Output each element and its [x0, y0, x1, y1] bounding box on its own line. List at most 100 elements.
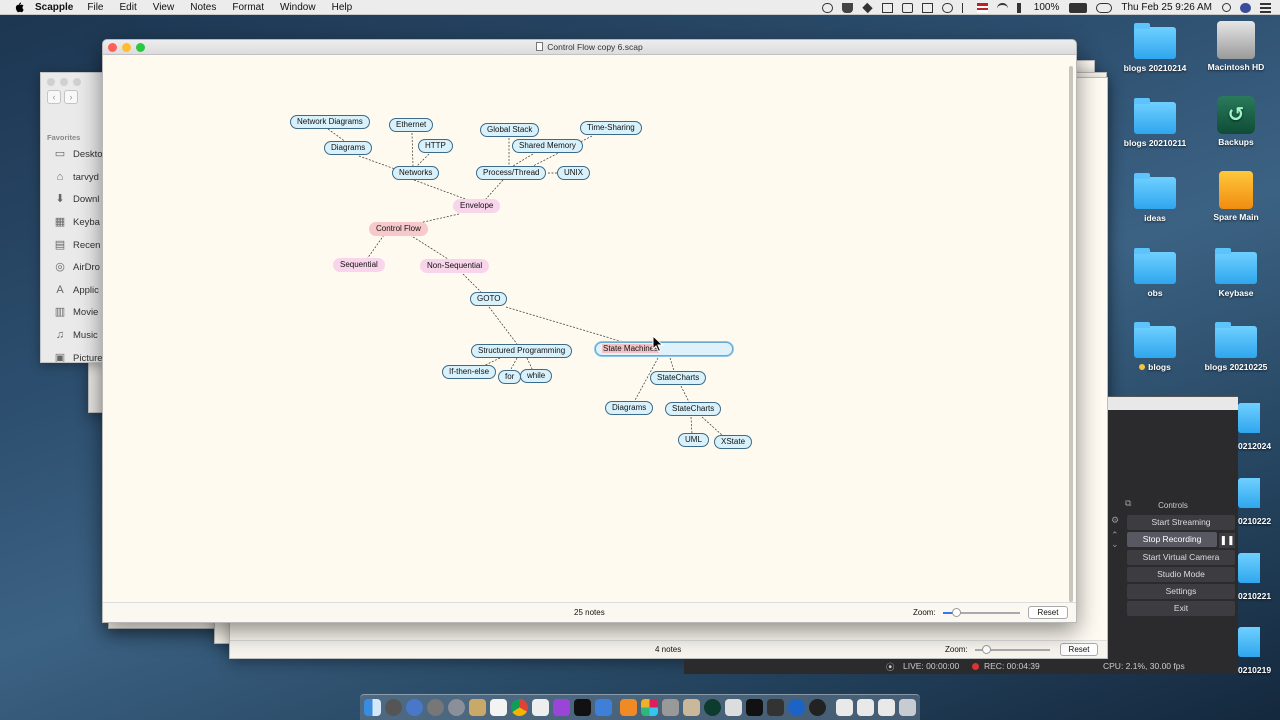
note-network-diagrams[interactable]: Network Diagrams	[290, 115, 370, 129]
desktop-drive-backups[interactable]: ↺Backups	[1196, 96, 1276, 147]
sidebar-item-music[interactable]: ♫Music	[53, 329, 98, 341]
minimize-button[interactable]	[122, 43, 131, 52]
note-non-sequential[interactable]: Non-Sequential	[420, 259, 490, 273]
note-shared-memory[interactable]: Shared Memory	[512, 139, 583, 153]
minimize-button[interactable]	[60, 78, 68, 86]
close-button[interactable]	[108, 43, 117, 52]
folder-icon[interactable]	[1238, 403, 1260, 433]
switch-icon[interactable]	[1096, 2, 1113, 13]
background-zoom-knob[interactable]	[982, 645, 991, 654]
text-file-icon[interactable]	[490, 699, 507, 716]
user-icon[interactable]	[1240, 2, 1251, 13]
settings-button[interactable]: Settings	[1127, 584, 1235, 599]
sidebar-item-pictures[interactable]: ▣Picture	[54, 352, 103, 363]
keynote-icon[interactable]	[767, 699, 784, 716]
trash-icon[interactable]	[899, 699, 916, 716]
sidebar-item-airdrop[interactable]: ◎AirDro	[53, 261, 100, 273]
back-button[interactable]: ‹	[47, 90, 61, 104]
note-time-sharing[interactable]: Time-Sharing	[580, 121, 642, 135]
help-menu[interactable]: Help	[331, 1, 353, 13]
exit-button[interactable]: Exit	[1127, 601, 1235, 616]
obs-icon[interactable]	[809, 699, 826, 716]
desktop-folder-ideas[interactable]: ideas	[1115, 173, 1195, 223]
desktop-folder-blogs[interactable]: blogs	[1115, 322, 1195, 372]
editor-app-icon[interactable]	[725, 699, 742, 716]
desktop-folder-blogs-20210214[interactable]: blogs 20210214	[1115, 23, 1195, 73]
note-ethernet[interactable]: Ethernet	[389, 118, 434, 132]
control-center-icon[interactable]	[1260, 2, 1271, 13]
edit-menu[interactable]: Edit	[119, 1, 137, 13]
background-zoom-slider[interactable]	[975, 649, 1050, 651]
note-diagrams[interactable]: Diagrams	[324, 141, 373, 155]
scapple-main-window[interactable]: Control Flow copy 6.scap	[102, 39, 1077, 623]
note-http[interactable]: HTTP	[418, 139, 453, 153]
note-xstate[interactable]: XState	[714, 435, 753, 449]
folder-icon[interactable]	[1238, 478, 1260, 508]
sidebar-item-keybase[interactable]: ▦Keyba	[54, 216, 100, 228]
title-bar[interactable]: Control Flow copy 6.scap	[103, 40, 1076, 55]
pause-recording-button[interactable]: ❚❚	[1219, 533, 1235, 548]
dropbox-icon[interactable]	[862, 2, 873, 13]
podcasts-icon[interactable]	[553, 699, 570, 716]
file-menu[interactable]: File	[87, 1, 104, 13]
apple-menu-icon[interactable]	[13, 1, 25, 13]
sidebar-item-movies[interactable]: ▥Movie	[54, 306, 99, 318]
note-statecharts-2[interactable]: StateCharts	[665, 402, 722, 416]
note-goto[interactable]: GOTO	[470, 292, 508, 306]
note-process-thread[interactable]: Process/Thread	[476, 166, 547, 180]
note-structured-programming[interactable]: Structured Programming	[471, 344, 573, 358]
cup-icon[interactable]	[841, 2, 853, 13]
folder-icon[interactable]	[1238, 627, 1260, 657]
document-stack-icon[interactable]	[836, 699, 853, 716]
gear-icon[interactable]: ⚙	[1111, 515, 1120, 525]
zoom-slider-knob[interactable]	[952, 608, 961, 617]
note-if-then-else[interactable]: If-then-else	[442, 365, 497, 379]
folder-icon[interactable]	[1238, 553, 1260, 583]
document-stack-icon[interactable]	[857, 699, 874, 716]
desktop-drive-macintosh-hd[interactable]: Macintosh HD	[1196, 21, 1276, 72]
zoom-button[interactable]	[136, 43, 145, 52]
battery-icon[interactable]	[1069, 2, 1088, 13]
desktop-folder-obs[interactable]: obs	[1115, 248, 1195, 298]
sidebar-item-downloads[interactable]: ⬇Downl	[53, 193, 99, 205]
clock[interactable]: Thu Feb 25 9:26 AM	[1121, 2, 1212, 13]
zoom-button[interactable]	[73, 78, 81, 86]
start-streaming-button[interactable]: Start Streaming	[1127, 515, 1235, 530]
slack-icon[interactable]	[641, 699, 658, 716]
apple-tv-icon[interactable]	[574, 699, 591, 716]
creative-cloud-icon[interactable]	[821, 2, 833, 13]
wifi-icon[interactable]	[996, 2, 1008, 13]
note-for[interactable]: for	[498, 370, 522, 384]
keyboard-app-icon[interactable]	[683, 699, 700, 716]
spotlight-icon[interactable]	[1222, 3, 1231, 12]
stop-recording-button[interactable]: Stop Recording	[1127, 532, 1217, 547]
reset-zoom-button[interactable]: Reset	[1028, 606, 1068, 619]
chevron-up-icon[interactable]: ⌃	[1111, 530, 1119, 540]
note-global-stack[interactable]: Global Stack	[480, 123, 540, 137]
finder-icon[interactable]	[364, 699, 381, 716]
scapple-icon[interactable]	[532, 699, 549, 716]
note-statecharts[interactable]: StateCharts	[650, 371, 707, 385]
obs-window[interactable]: ⧉ Controls ⚙ ⌃ ⌄ Start Streaming Stop Re…	[1108, 396, 1238, 674]
grid-app-icon[interactable]	[662, 699, 679, 716]
preview-icon[interactable]	[595, 699, 612, 716]
close-button[interactable]	[47, 78, 55, 86]
note-unix[interactable]: UNIX	[557, 166, 591, 180]
notes-menu[interactable]: Notes	[190, 1, 217, 13]
lw-app-icon[interactable]	[406, 699, 423, 716]
edge-icon[interactable]	[788, 699, 805, 716]
box-icon[interactable]	[881, 2, 893, 13]
note-while[interactable]: while	[520, 369, 553, 383]
view-menu[interactable]: View	[152, 1, 175, 13]
note-control-flow[interactable]: Control Flow	[369, 222, 428, 236]
note-uml[interactable]: UML	[678, 433, 709, 447]
desktop-folder-keybase[interactable]: Keybase	[1196, 248, 1276, 298]
document-stack-icon[interactable]	[878, 699, 895, 716]
background-reset-button[interactable]: Reset	[1060, 643, 1098, 656]
settings-app-icon[interactable]	[427, 699, 444, 716]
dock-undock-icon[interactable]: ⧉	[1125, 498, 1132, 508]
scapple-canvas[interactable]: Network Diagrams Ethernet Global Stack T…	[103, 56, 1068, 604]
app-menu[interactable]: Scapple	[35, 1, 74, 13]
sidebar-item-desktop[interactable]: ▭Deskto	[54, 148, 103, 160]
mail-icon[interactable]	[901, 2, 913, 13]
